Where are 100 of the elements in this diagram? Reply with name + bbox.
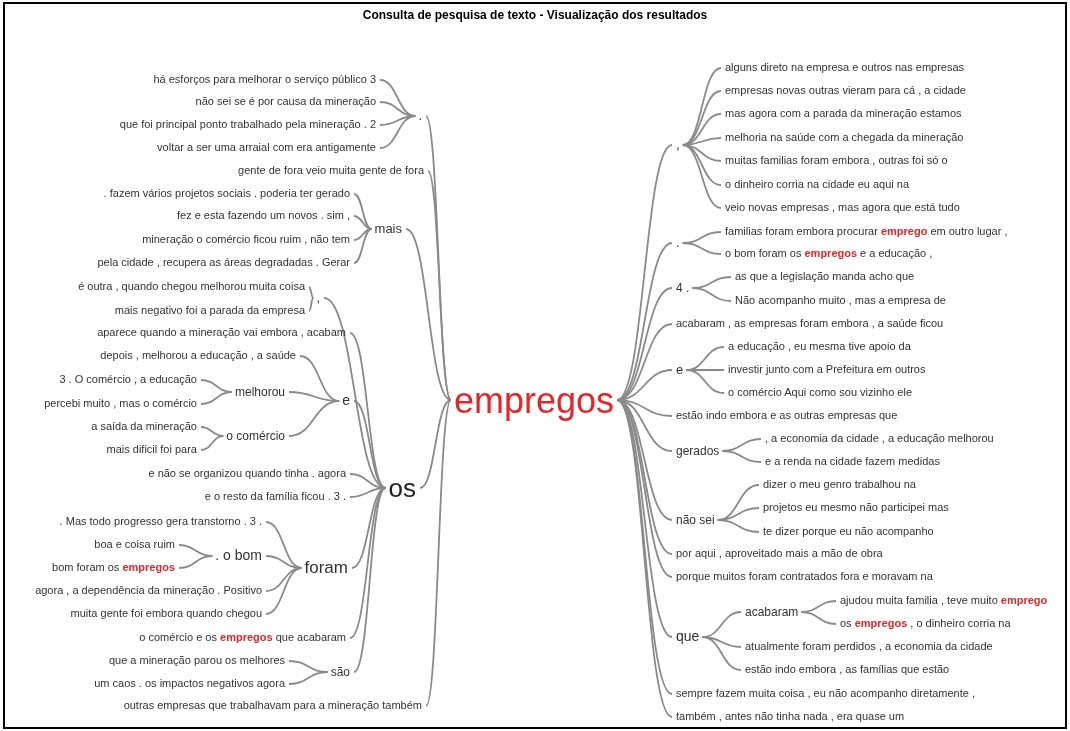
context-phrase: as que a legislação manda acho que [735,270,915,284]
branch-line [178,555,214,569]
branch-line [379,115,417,149]
context-phrase: gente de fora veio muita gente de fora [238,164,424,178]
context-phrase: outras empresas que trabalhavam para a mineração também [123,699,422,713]
context-phrase: muitas familias foram embora , outras foi só o [725,154,948,168]
context-phrase: mas agora com a parada da mineração estamos [725,107,962,121]
context-phrase: a saída da mineração [91,420,197,434]
context-phrase: alguns direto na empresa e outros nas empresas [725,61,965,75]
context-phrase: 3 . O comércio , a educação [59,373,197,387]
branch-line [353,400,387,489]
context-phrase: . Mas todo progresso gera transtorno . 3 . [59,515,262,529]
branch-line [288,671,329,685]
context-phrase: e a renda na cidade fazem medidas [765,455,940,469]
context-phrase: dizer o meu genro trabalhou na [763,478,916,492]
branch-line [200,435,225,451]
context-phrase: percebi muito , mas o comércio [44,397,197,411]
context-phrase: que a mineração parou os melhores [108,654,285,668]
context-phrase: . fazem vários projetos sociais . poderia ter gerado [103,187,350,201]
context-phrase: estão indo embora e as outras empresas que [676,409,898,423]
branch-word: . o bom [215,547,262,565]
branch-word: . [676,234,680,252]
branch-word: mais [374,220,402,238]
context-phrase: depois , melhorou a educação , a saúde [100,349,296,363]
title: Consulta de pesquisa de texto - Visualização dos resultados [362,7,708,24]
root-keyword: empregos [453,377,615,423]
branch-line [308,286,315,299]
branch-line [405,228,452,401]
branch-word: 4 . [676,280,690,296]
context-phrase: mineração o comércio ficou ruim , não tem [142,233,350,247]
context-phrase: familias foram embora procurar emprego em outro lugar , [725,225,1008,239]
branch-word: melhorou [234,384,285,400]
context-phrase: estão indo embora , as famílias que estão [745,663,950,677]
context-phrase: voltar a ser uma arraial com era antigamente [157,141,376,155]
branch-word: são [330,664,350,680]
context-phrase: agora , a dependência da mineração . Positivo [35,584,262,598]
branch-line [682,67,722,146]
context-phrase: que foi principal ponto trabalhado pela mineração . 2 [119,118,376,132]
context-phrase: veio novas empresas , mas agora que está tudo [725,201,960,215]
branch-word: , [316,289,320,307]
branch-line [682,144,722,186]
context-phrase: e não se organizou quando tinha . agora [148,467,346,481]
context-phrase: pela cidade , recupera as áreas degradadas . Gerar [97,256,350,270]
branch-line [425,399,452,707]
branch-word: , [676,136,680,154]
branch-word: os [388,471,416,505]
context-phrase: te dizer porque eu não acompanho [763,525,934,539]
branch-line [353,228,373,241]
branch-line [353,487,387,673]
branch-line [353,228,373,264]
branch-line [701,636,742,671]
branch-line [682,144,722,209]
context-phrase: porque muitos foram contratados fora e moravam na [676,570,933,584]
branch-word: foram [304,557,348,579]
context-phrase: acabaram , as empresas foram embora , a saúde ficou [676,317,944,331]
context-phrase: também , antes não tinha nada , era quase um [676,710,905,724]
context-phrase: bom foram os empregos [52,561,175,575]
context-phrase: investir junto com a Prefeitura em outros [728,363,926,377]
context-phrase: projetos eu mesmo não participei mas [763,501,949,515]
branch-line [200,391,233,405]
branch-line [265,567,303,615]
context-phrase: a educação , eu mesma tive apoio da [728,340,911,354]
context-phrase: mais negativo foi a parada da empresa [114,304,305,318]
context-phrase: e o resto da família ficou . 3 . [204,490,346,504]
branch-line [308,297,315,312]
context-phrase: o comércio Aqui como sou vizinho ele [728,386,913,400]
context-phrase: não sei se é por causa da mineração [195,95,376,109]
branch-line [691,287,732,302]
context-phrase: fez e esta fazendo um novos . sim , [176,209,350,223]
context-phrase: mais dificil foi para [106,443,197,457]
context-phrase: há esforços para melhorar o serviço público 3 [153,73,376,87]
branch-word: que [676,628,700,646]
branch-word: e [676,361,684,379]
branch-line [616,399,673,638]
context-phrase: muita gente foi embora quando chegou [70,607,262,621]
context-phrase: melhoria na saúde com a chegada da mineração [725,131,964,145]
branch-word: gerados [676,443,720,459]
branch-word: não sei [676,512,715,528]
context-phrase: sempre fazem muita coisa , eu não acompanho diretamente , [676,687,975,701]
branch-line [716,519,760,533]
context-phrase: aparece quando a mineração vai embora , acabam [97,326,346,340]
context-phrase: empresas novas outras vieram para cá , a cidade [725,84,966,98]
context-phrase: boa e coisa ruim [94,538,175,552]
branch-line [681,242,722,255]
context-phrase: é outra , quando chegou melhorou muita coisa [78,280,305,294]
branch-line [427,170,452,401]
context-phrase: atualmente foram perdidos , a economia da cidade [745,640,993,654]
branch-line [800,611,837,625]
branch-word: acabaram [745,604,799,620]
context-phrase: os empregos , o dinheiro corria na [840,617,1011,631]
context-phrase: , a economia da cidade , a educação melhorou [765,432,994,446]
branch-word: o comércio [226,428,285,444]
context-phrase: por aqui , aproveitado mais a mão de obra [676,547,883,561]
branch-line [353,193,373,230]
branch-line [419,399,452,489]
branch-word: e [342,392,350,410]
context-phrase: o comércio e os empregos que acabaram [139,631,346,645]
context-phrase: Não acompanho muito , mas a empresa de [735,294,946,308]
context-phrase: um caos . os impactos negativos agora [94,677,285,691]
branch-word: . [418,107,422,125]
